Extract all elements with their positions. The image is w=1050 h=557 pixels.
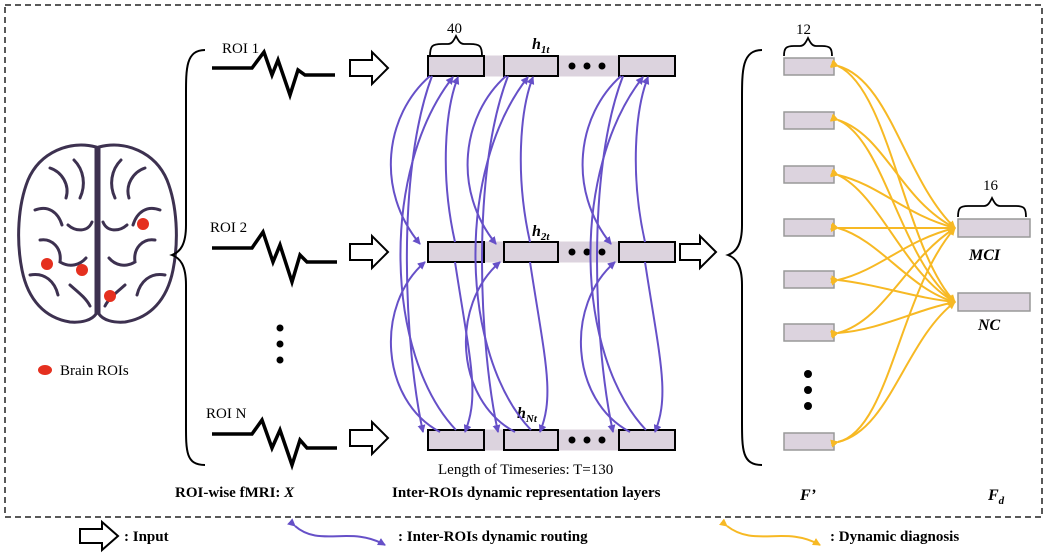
feature-ellipsis-dot (804, 370, 812, 378)
mci-box (957, 218, 1031, 238)
diagnosis-arrows (829, 59, 956, 448)
diagnosis-width-brace (957, 195, 1027, 218)
legend-routing-label: : Inter-ROIs dynamic routing (398, 529, 588, 545)
h2t-label: h2t (532, 223, 550, 243)
feature-box (783, 57, 835, 76)
diagnosis-width-label: 16 (983, 178, 999, 194)
legend-input-label: : Input (124, 529, 169, 545)
mci-label: MCI (968, 247, 1001, 264)
feature-brace (725, 49, 763, 466)
roi-1-label: ROI 1 (222, 41, 259, 57)
outer-frame (4, 4, 1043, 518)
roi-2-label: ROI 2 (210, 220, 247, 236)
roi-dot (41, 258, 53, 270)
roi-ellipsis-dot (276, 324, 284, 332)
diagnosis-caption-sub: d (999, 495, 1005, 507)
input-caption-text: ROI-wise fMRI: (175, 485, 284, 501)
roi-2-signal (212, 228, 337, 288)
roi-dot (76, 264, 88, 276)
h1t-label: h1t (532, 36, 550, 56)
h1-ellipsis-dot (568, 62, 576, 70)
hn-ellipsis-dot (583, 436, 591, 444)
roi-n-label: ROI N (206, 406, 247, 422)
diagnosis-caption-base: F (987, 487, 999, 504)
h1-block (503, 55, 559, 77)
hnt-base: h (517, 405, 526, 422)
legend-diagnosis-arrow-icon (719, 518, 821, 546)
brain-roi-legend-dot (38, 365, 52, 375)
h1-ellipsis-dot (598, 62, 606, 70)
h1-ellipsis-dot (583, 62, 591, 70)
h1-block (618, 55, 676, 77)
input-arrow (349, 49, 390, 87)
feature-boxes (783, 57, 835, 451)
block-width-label: 40 (447, 21, 462, 37)
h2-ellipsis-dot (583, 248, 591, 256)
roi-1-signal (212, 48, 335, 101)
hn-block (427, 429, 485, 451)
feature-box (783, 432, 835, 451)
input-caption: ROI-wise fMRI: X (175, 485, 295, 501)
legend-diagnosis-label: : Dynamic diagnosis (830, 529, 959, 545)
h2t-base: h (532, 223, 541, 240)
legend-routing-arrow-icon (287, 518, 386, 546)
brain-roi-legend-label: Brain ROIs (60, 363, 129, 379)
h2-ellipsis-dot (568, 248, 576, 256)
routing-arrows (389, 75, 664, 433)
hn-block (618, 429, 676, 451)
roi-n-signal (212, 416, 337, 471)
hnt-label: hNt (517, 405, 538, 425)
feature-ellipsis-dot (804, 386, 812, 394)
h1t-sub: 1t (541, 44, 551, 56)
feature-box (783, 323, 835, 342)
h2-block (618, 241, 676, 263)
hnt-sub: Nt (525, 413, 538, 425)
block-width-brace (429, 33, 483, 57)
h2-block (503, 241, 559, 263)
input-brace (169, 49, 206, 466)
roi-ellipsis-dot (276, 356, 284, 364)
input-arrow (349, 419, 390, 457)
to-feature-arrow (679, 233, 718, 271)
timeseries-label: Length of Timeseries: T=130 (438, 462, 613, 478)
h2t-sub: 2t (540, 231, 551, 243)
feature-box (783, 218, 835, 237)
roi-dot (137, 218, 149, 230)
roi-dot (104, 290, 116, 302)
feature-width-label: 12 (796, 22, 811, 38)
input-arrow (349, 233, 390, 271)
roi-ellipsis-dot (276, 340, 284, 348)
input-caption-symbol: X (283, 485, 295, 501)
hn-ellipsis-dot (598, 436, 606, 444)
h2-ellipsis-dot (598, 248, 606, 256)
feature-caption: F’ (799, 487, 816, 504)
feature-box (783, 111, 835, 130)
nc-box (957, 292, 1031, 312)
feature-box (783, 165, 835, 184)
brain-icon (17, 143, 178, 324)
feature-box (783, 270, 835, 289)
nc-label: NC (977, 317, 1001, 334)
hn-block (503, 429, 559, 451)
representation-caption: Inter-ROIs dynamic representation layers (392, 485, 661, 501)
hn-ellipsis-dot (568, 436, 576, 444)
diagnosis-caption: Fd (987, 487, 1005, 507)
legend-input-arrow-icon (79, 519, 120, 553)
h1-block (427, 55, 485, 77)
feature-width-brace (783, 35, 833, 57)
h1t-base: h (532, 36, 541, 53)
feature-ellipsis-dot (804, 402, 812, 410)
